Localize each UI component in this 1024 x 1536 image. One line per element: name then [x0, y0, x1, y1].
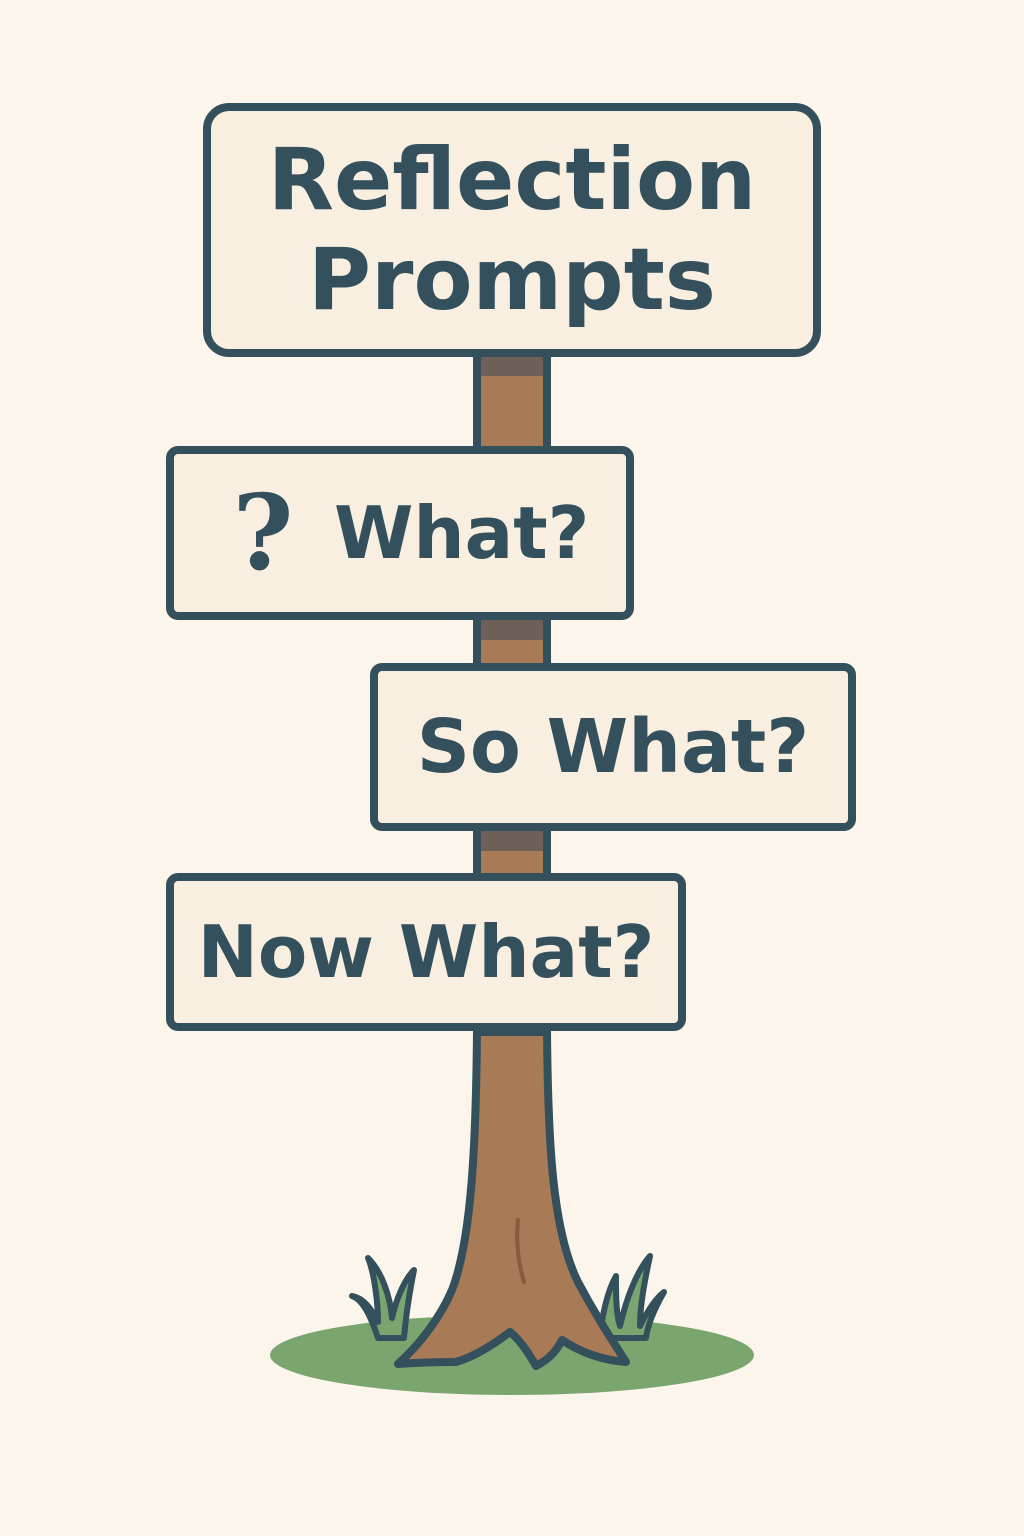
post-band-1 — [481, 356, 543, 376]
title-text: Reflection Prompts — [268, 130, 757, 330]
title-sign: Reflection Prompts — [203, 103, 821, 357]
post-trunk — [394, 1028, 630, 1370]
so-what-label: So What? — [416, 704, 810, 790]
trunk-grain — [515, 1218, 526, 1284]
post-band-2 — [481, 620, 543, 640]
so-what-sign: So What? — [370, 663, 856, 831]
post-band-3 — [481, 831, 543, 851]
what-label: What? — [334, 491, 590, 575]
title-line-1: Reflection — [267, 130, 757, 230]
title-line-2: Prompts — [308, 230, 716, 330]
grass-tuft-left — [349, 1255, 417, 1341]
question-mark-icon: ? — [232, 471, 294, 594]
what-sign: ? What? — [166, 446, 634, 620]
now-what-sign: Now What? — [166, 873, 686, 1031]
grass-tuft-right — [597, 1253, 667, 1341]
now-what-label: Now What? — [197, 910, 655, 994]
